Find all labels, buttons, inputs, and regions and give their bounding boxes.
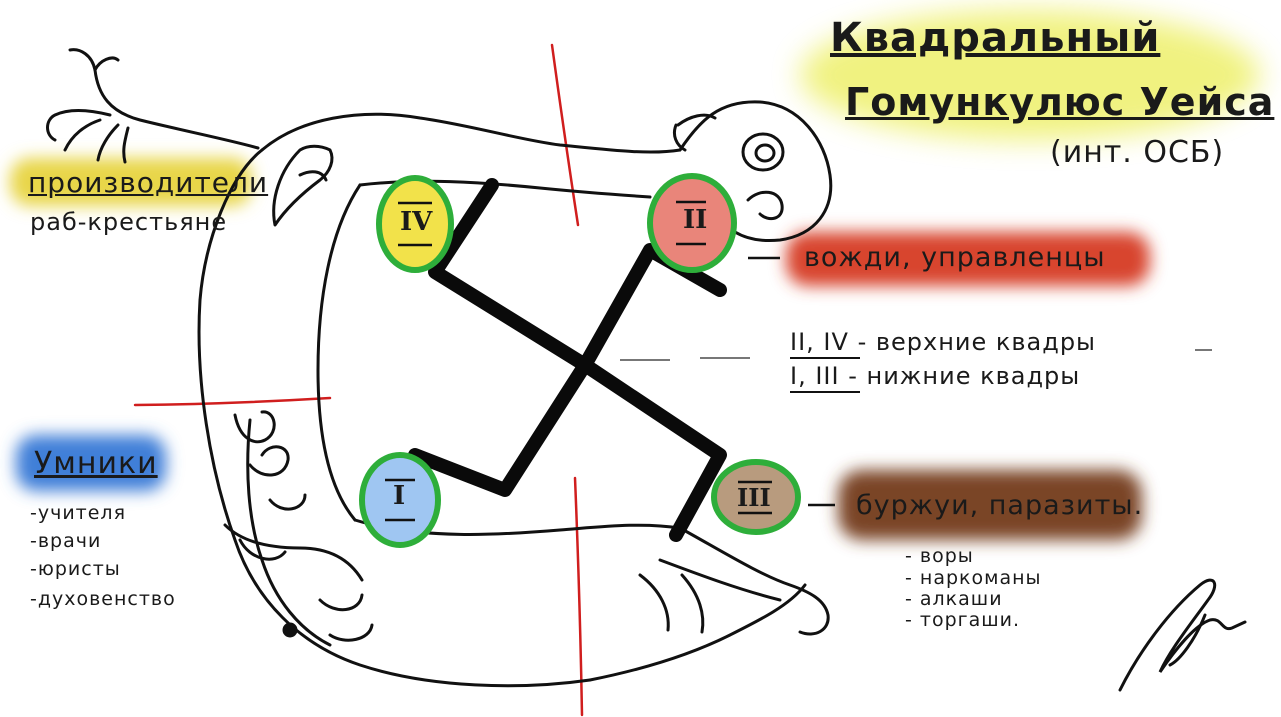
quadrant-ii-label: II [683,205,708,235]
producers-tag: производители [28,166,269,199]
smart-item-3: -юристы [30,558,121,580]
quadrant-iv-label: IV [400,207,433,237]
connectors [748,256,835,507]
quadrant-iii [711,459,801,535]
producers-highlight [10,158,252,206]
legend-upper: II, IV - верхние квадры [790,328,1096,356]
parasites-tag: буржуи, паразиты. [856,490,1144,521]
quadrant-i [359,452,441,548]
parasites-item-2: - наркоманы [905,567,1042,589]
quadrant-iii-label: III [737,483,771,512]
quadrant-iv [376,175,454,273]
smart-tag: Умники [34,446,158,481]
smart-item-4: -духовенство [30,588,176,610]
legend-underlines [790,357,860,393]
parasites-item-3: - алкаши [905,588,1003,610]
signature [1118,578,1247,692]
smart-highlight [16,435,166,491]
axis-lines [133,43,584,717]
midline [620,349,1212,361]
legend-upper-text: - верхние квадры [857,328,1097,356]
legend-lower: I, III - нижние квадры [790,362,1080,390]
smart-item-1: -учителя [30,502,127,524]
legend-lower-text: - нижние квадры [848,362,1081,390]
title-line-1: Квадральный [830,15,1161,61]
quadrant-ii [647,173,737,273]
leaders-highlight [786,232,1150,286]
legend-lower-keys: I, III [790,362,840,390]
parasites-highlight [838,470,1142,540]
smart-item-2: -врачи [30,530,102,552]
title-highlight [800,10,1260,140]
producers-sub: раб-крестьяне [30,208,228,236]
leaders-tag: вожди, управленцы [804,242,1106,273]
legend-upper-keys: II, IV [790,328,849,356]
parasites-item-1: - воры [905,545,974,567]
title-subtitle: (инт. ОСБ) [1050,135,1225,170]
quadrant-i-label: I [393,481,406,511]
parasites-item-4: - торгаши. [905,609,1021,631]
title-line-2: Гомункулюс Уейса [845,80,1275,124]
